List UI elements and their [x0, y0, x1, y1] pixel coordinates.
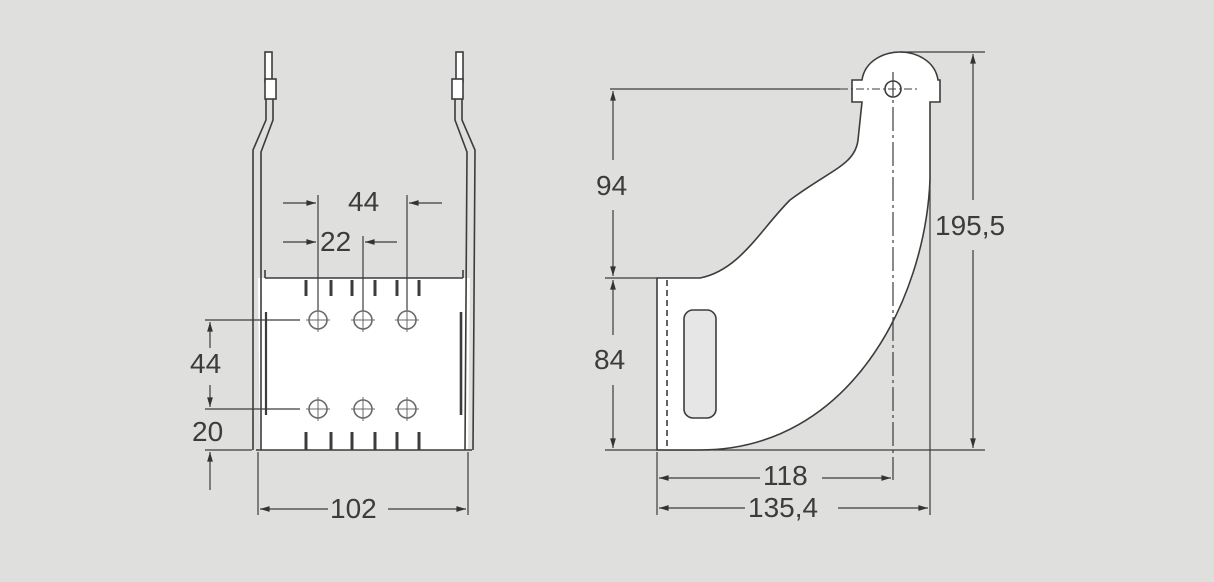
dim-label-44-top: 44: [348, 186, 380, 217]
right-arm: [451, 51, 476, 451]
dim-label-118: 118: [763, 460, 808, 491]
left-arm: [252, 51, 277, 450]
dim-44-horizontal: [283, 195, 442, 310]
dim-label-20: 20: [192, 416, 224, 447]
front-view: [205, 51, 476, 515]
dim-label-195-5: 195,5: [935, 210, 1006, 241]
mounting-holes: [306, 308, 419, 421]
side-profile: [656, 51, 941, 451]
dim-vertical-left: [205, 319, 300, 490]
dim-118-135: [656, 452, 929, 515]
dim-label-102: 102: [330, 493, 377, 524]
dim-label-94: 94: [596, 170, 628, 201]
side-view: [605, 51, 985, 515]
dim-102: [257, 452, 469, 515]
side-slot: [683, 309, 717, 419]
dim-label-44-vertical: 44: [190, 348, 222, 379]
top-teeth: [304, 280, 421, 296]
dim-label-84: 84: [594, 344, 626, 375]
bottom-teeth: [304, 432, 421, 450]
dim-label-22: 22: [320, 226, 352, 257]
dim-label-135-4: 135,4: [748, 492, 819, 523]
